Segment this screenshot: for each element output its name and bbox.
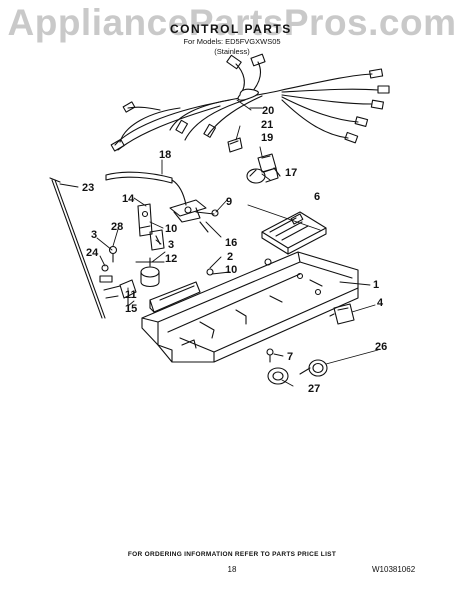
callout-label: 19 bbox=[261, 132, 273, 144]
callout-label: 12 bbox=[165, 253, 177, 265]
callout-label: 10 bbox=[225, 264, 237, 276]
lower-bracket bbox=[149, 281, 201, 313]
callout-label: 17 bbox=[285, 167, 297, 179]
callout-label: 4 bbox=[377, 297, 384, 309]
callout-label: 16 bbox=[225, 237, 237, 249]
round-fitting bbox=[299, 359, 328, 377]
finish-line: (Stainless) bbox=[214, 47, 250, 56]
callout-label: 27 bbox=[308, 383, 320, 395]
callout-label: 11 bbox=[125, 289, 137, 301]
control-housing bbox=[141, 251, 359, 363]
ordering-note: FOR ORDERING INFORMATION REFER TO PARTS … bbox=[127, 551, 337, 558]
callout-label: 20 bbox=[262, 105, 274, 117]
small-fasteners bbox=[99, 245, 274, 363]
grommet bbox=[267, 367, 289, 385]
callout-label: 3 bbox=[91, 229, 97, 241]
document-id: W10381062 bbox=[372, 565, 416, 574]
support-rod bbox=[49, 177, 106, 319]
callout-label: 26 bbox=[375, 341, 387, 353]
model-line: For Models: ED5FVGXWS05 bbox=[183, 37, 281, 46]
callout-label: 9 bbox=[226, 196, 232, 208]
callout-label: 1 bbox=[373, 279, 379, 291]
page-title: CONTROL PARTS bbox=[170, 22, 292, 36]
callout-labels: 1 2 3 3 4 6 7 9 10 10 11 12 14 15 16 17 … bbox=[82, 105, 387, 395]
lamp-socket bbox=[249, 153, 281, 177]
switch-bracket bbox=[169, 199, 219, 233]
page-number: 18 bbox=[227, 565, 237, 574]
callout-label: 18 bbox=[159, 149, 171, 161]
callout-label: 7 bbox=[287, 351, 293, 363]
callout-label: 3 bbox=[168, 239, 174, 251]
callout-label: 10 bbox=[165, 223, 177, 235]
callout-label: 15 bbox=[125, 303, 137, 315]
side-connector bbox=[329, 303, 355, 325]
switch-lever bbox=[119, 279, 137, 311]
wire-clip bbox=[227, 137, 243, 153]
callout-label: 14 bbox=[122, 193, 135, 205]
switch-parts bbox=[137, 203, 165, 251]
callout-label: 23 bbox=[82, 182, 94, 194]
callout-label: 21 bbox=[261, 119, 273, 131]
watermark: AppliancePartsPros.com bbox=[7, 2, 457, 43]
callout-label: 2 bbox=[227, 251, 233, 263]
leader-lines bbox=[59, 99, 379, 387]
control-knob-assembly bbox=[135, 257, 165, 288]
control-board bbox=[261, 211, 327, 255]
callout-label: 6 bbox=[314, 191, 320, 203]
wire-cover-strip bbox=[105, 171, 187, 206]
callout-label: 28 bbox=[111, 221, 123, 233]
callout-label: 24 bbox=[86, 247, 99, 259]
light-bulb bbox=[246, 167, 279, 184]
wire-harness bbox=[110, 53, 390, 152]
